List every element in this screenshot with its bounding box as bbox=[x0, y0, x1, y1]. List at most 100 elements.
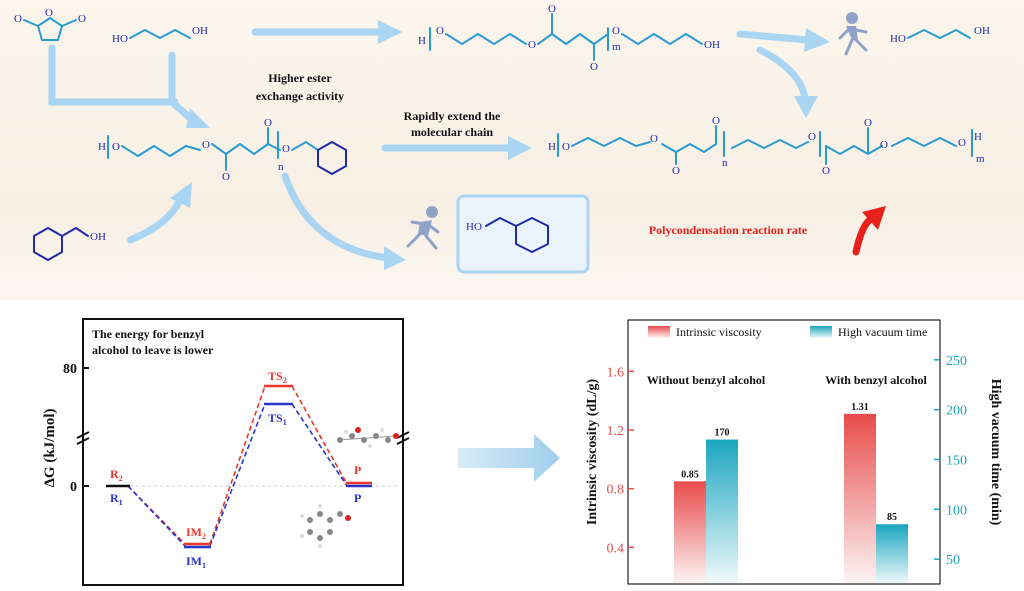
atom-label: H bbox=[98, 141, 106, 153]
bar-value-label: 0.85 bbox=[681, 469, 699, 480]
extended-polymer-chain: H O O O O n O O O O O H m bbox=[548, 115, 985, 177]
atom-label: O bbox=[864, 117, 872, 129]
bar-value-label: 85 bbox=[887, 512, 897, 523]
subscript-m: m bbox=[612, 41, 621, 53]
increase-arrow-icon bbox=[852, 206, 886, 256]
left-tick-label: 1.6 bbox=[607, 365, 625, 380]
bar-viscosity-0 bbox=[674, 481, 706, 584]
label-p-blue: P bbox=[354, 491, 361, 505]
label-r2: R2 bbox=[110, 467, 123, 483]
atom-label: O bbox=[202, 139, 210, 151]
right-tick-label: 150 bbox=[946, 453, 967, 468]
label-ts2: TS2 bbox=[268, 369, 287, 385]
atom-label: H bbox=[548, 141, 556, 153]
molecule-model-product bbox=[300, 504, 351, 548]
atom-label: O bbox=[808, 131, 816, 143]
atom-label: O bbox=[282, 143, 290, 155]
legend-swatch-vacuum bbox=[810, 326, 832, 338]
energy-note-line1: The energy for benzyl bbox=[92, 327, 205, 341]
atom-label: O bbox=[528, 39, 536, 51]
atom-label: O bbox=[264, 117, 272, 129]
atom-label: O bbox=[548, 3, 556, 15]
atom-label: O bbox=[112, 141, 120, 153]
right-tick-label: 50 bbox=[946, 553, 960, 568]
atom-label: O bbox=[958, 137, 966, 149]
left-tick-label: 0.4 bbox=[607, 541, 625, 556]
atom-label: OH bbox=[192, 25, 208, 37]
label-higher-ester: Higher ester bbox=[268, 71, 332, 85]
molecule-model-ts bbox=[337, 427, 399, 448]
atom-label: O bbox=[562, 141, 570, 153]
polymer-chain-top: H O O O O m O OH bbox=[418, 3, 720, 73]
axis-break-right bbox=[396, 431, 410, 445]
atom-label: O bbox=[222, 171, 230, 183]
axis-break-left bbox=[76, 431, 90, 445]
energy-ytick-0: 0 bbox=[70, 480, 77, 495]
chart-ylabel-right: High vacuum time (min) bbox=[988, 379, 1003, 526]
top-arrow bbox=[251, 20, 402, 44]
reagent-arrows bbox=[48, 44, 210, 244]
atom-label: O bbox=[78, 13, 86, 25]
legend-swatch-viscosity bbox=[648, 326, 670, 338]
legend-label-viscosity: Intrinsic viscosity bbox=[676, 325, 762, 339]
energy-diagram: The energy for benzyl alcohol to leave i… bbox=[42, 318, 410, 586]
right-tick-label: 200 bbox=[946, 404, 967, 419]
energy-note-line2: alcohol to leave is lower bbox=[92, 343, 214, 357]
atom-label: O bbox=[590, 61, 598, 73]
label-im2: IM2 bbox=[186, 525, 206, 541]
atom-label: H bbox=[418, 35, 426, 47]
atom-label: OH bbox=[90, 231, 106, 243]
bar-value-label: 1.31 bbox=[851, 402, 869, 413]
atom-label: HO bbox=[466, 221, 482, 233]
bar-value-label: 170 bbox=[715, 428, 730, 439]
release-arrow-top bbox=[736, 28, 830, 118]
left-tick-label: 0.8 bbox=[607, 483, 625, 498]
reaction-scheme: O O O HO OH H O O O O m O OH bbox=[14, 3, 990, 274]
atom-label: O bbox=[14, 13, 22, 25]
right-tick-label: 100 bbox=[946, 503, 967, 518]
atom-label: O bbox=[650, 133, 658, 145]
bar-vacuum-1 bbox=[876, 524, 908, 584]
category-label-with: With benzyl alcohol bbox=[825, 373, 927, 387]
subscript-n: n bbox=[278, 161, 284, 173]
left-axis: 0.4 0.8 1.2 1.6 bbox=[607, 365, 634, 556]
label-molecular-chain: molecular chain bbox=[411, 125, 493, 139]
extend-arrow bbox=[381, 136, 532, 160]
right-tick-label: 250 bbox=[946, 354, 967, 369]
atom-label: HO bbox=[890, 33, 906, 45]
left-tick-label: 1.2 bbox=[607, 424, 625, 439]
bar-chart: Intrinsic viscosity High vacuum time Wit… bbox=[585, 319, 1003, 585]
atom-label: H bbox=[974, 131, 982, 143]
energy-ylabel: ΔG (kJ/mol) bbox=[42, 409, 58, 488]
atom-label: O bbox=[822, 165, 830, 177]
atom-label: O bbox=[712, 115, 720, 127]
legend-label-vacuum: High vacuum time bbox=[838, 325, 927, 339]
label-p-red: P bbox=[354, 463, 361, 477]
release-arrow-bottom bbox=[281, 172, 406, 270]
atom-label: OH bbox=[974, 25, 990, 37]
label-rapidly-extend: Rapidly extend the bbox=[404, 109, 501, 123]
energy-path-blue bbox=[127, 403, 348, 547]
butanediol-released: HO OH bbox=[890, 25, 990, 45]
chart-frame bbox=[627, 319, 941, 585]
right-axis: 50 100 150 200 250 bbox=[934, 354, 967, 568]
succinic-anhydride: O O O bbox=[14, 7, 86, 41]
label-ts1: TS1 bbox=[268, 411, 287, 427]
bar-viscosity-1 bbox=[844, 413, 876, 584]
walking-person-icon bbox=[838, 12, 868, 56]
atom-label: O bbox=[880, 139, 888, 151]
label-r1: R1 bbox=[110, 491, 123, 507]
chart-ylabel-left: Intrinsic viscosity (dL/g) bbox=[585, 379, 600, 526]
atom-label: HO bbox=[112, 33, 128, 45]
atom-label: O bbox=[436, 25, 444, 37]
label-im1: IM1 bbox=[186, 554, 206, 570]
atom-label: O bbox=[45, 7, 53, 19]
atom-label: O bbox=[612, 25, 620, 37]
label-exchange-activity: exchange activity bbox=[256, 89, 344, 103]
label-polycondensation-rate: Polycondensation reaction rate bbox=[649, 223, 808, 237]
running-person-icon bbox=[406, 206, 440, 250]
bar-group: 0.85 1.31 170 85 bbox=[674, 402, 908, 584]
energy-ytick-80: 80 bbox=[63, 362, 77, 377]
atom-label: OH bbox=[704, 39, 720, 51]
chart-legend: Intrinsic viscosity High vacuum time bbox=[648, 325, 927, 339]
